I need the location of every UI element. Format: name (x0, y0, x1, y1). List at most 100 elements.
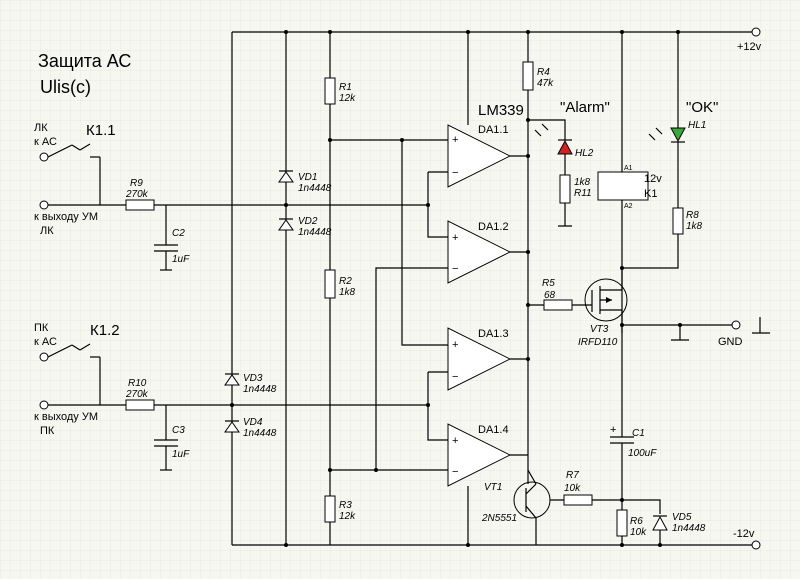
left-relay-bot: к АС (34, 136, 57, 148)
r5-resistor (543, 299, 573, 311)
r10-resistor (125, 399, 155, 411)
minus-label: -12v (733, 528, 755, 540)
alarm-label: "Alarm" (560, 99, 610, 116)
svg-text:1n4448: 1n4448 (243, 428, 277, 439)
left-speaker-terminal[interactable] (39, 152, 49, 162)
minus-terminal[interactable] (751, 540, 761, 550)
left-out-sub: ЛК (40, 225, 54, 237)
svg-text:VD4: VD4 (243, 417, 263, 428)
gnd-terminal[interactable] (731, 320, 741, 330)
svg-text:R11: R11 (574, 188, 592, 199)
svg-text:10k: 10k (630, 527, 647, 538)
right-speaker-terminal[interactable] (39, 352, 49, 362)
svg-text:HL2: HL2 (575, 148, 594, 159)
svg-text:1k8: 1k8 (574, 177, 591, 188)
svg-text:R7: R7 (566, 470, 579, 481)
svg-text:VT1: VT1 (484, 482, 502, 493)
svg-text:+: + (452, 134, 458, 146)
left-amp-terminal[interactable] (39, 200, 49, 210)
left-relay-name: К1.1 (86, 122, 116, 139)
chip-label: LM339 (478, 102, 524, 119)
r11-resistor (559, 174, 571, 204)
r1-resistor (324, 77, 336, 105)
relay-k1-coil (597, 171, 649, 201)
c2-name: C2 (172, 228, 185, 239)
svg-text:DA1.4: DA1.4 (478, 424, 509, 436)
title-line1: Защита АС (38, 51, 131, 71)
comparator-da1-1: DA1.1 + − (447, 124, 512, 188)
svg-text:R2: R2 (339, 276, 352, 287)
svg-text:10k: 10k (564, 483, 581, 494)
svg-text:R3: R3 (339, 500, 352, 511)
r6-resistor (616, 509, 628, 537)
vt3-mosfet (584, 278, 628, 322)
right-relay-top: ПК (34, 322, 49, 334)
ok-label: "OK" (686, 99, 718, 116)
svg-text:12k: 12k (339, 511, 356, 522)
svg-text:A1: A1 (624, 165, 633, 172)
svg-text:1n4448: 1n4448 (298, 183, 332, 194)
svg-text:C1: C1 (632, 428, 645, 439)
minus-rail: -12v (232, 528, 761, 550)
comparator-da1-3: DA1.3 +− (447, 327, 512, 391)
svg-text:VD2: VD2 (298, 216, 318, 227)
svg-text:1n4448: 1n4448 (672, 523, 706, 534)
svg-text:+: + (452, 232, 458, 244)
svg-text:+: + (610, 424, 616, 436)
right-out-label: к выходу УМ (34, 411, 98, 423)
right-channel: ПК к АС К1.2 к выходу УМ ПК R10 270k C3 … (34, 322, 428, 471)
svg-text:−: − (452, 167, 458, 179)
left-out-label: к выходу УМ (34, 211, 98, 223)
svg-text:100uF: 100uF (628, 448, 657, 459)
svg-text:12v: 12v (644, 173, 662, 185)
left-channel: ЛК к АС К1.1 к выходу УМ ЛК R9 270k C2 1… (34, 122, 428, 271)
r9-name: R9 (130, 178, 143, 189)
svg-text:R5: R5 (542, 278, 555, 289)
svg-text:68: 68 (544, 290, 556, 301)
title-line2: Ulis(c) (40, 77, 91, 97)
right-relay-name: К1.2 (90, 322, 120, 339)
plus-label: +12v (737, 41, 762, 53)
svg-text:47k: 47k (537, 78, 554, 89)
c3-value: 1uF (172, 449, 190, 460)
svg-text:VT3: VT3 (590, 324, 609, 335)
r3-resistor (324, 495, 336, 523)
c2-value: 1uF (172, 254, 190, 265)
svg-text:1n4448: 1n4448 (298, 227, 332, 238)
right-amp-terminal[interactable] (39, 400, 49, 410)
svg-text:VD3: VD3 (243, 373, 263, 384)
r10-name: R10 (128, 378, 147, 389)
svg-text:DA1.2: DA1.2 (478, 221, 509, 233)
svg-text:1n4448: 1n4448 (243, 384, 277, 395)
svg-text:2N5551: 2N5551 (481, 513, 517, 524)
plus-terminal[interactable] (751, 27, 761, 37)
svg-text:A2: A2 (624, 203, 633, 210)
r9-resistor (125, 199, 155, 211)
c3-name: C3 (172, 425, 185, 436)
comparator-da1-2: DA1.2 +− (447, 220, 512, 284)
svg-text:VD5: VD5 (672, 512, 692, 523)
vd5-diode (652, 515, 668, 531)
svg-text:−: − (452, 371, 458, 383)
comparator-da1-4: DA1.4 +− (447, 423, 512, 487)
svg-text:DA1.3: DA1.3 (478, 328, 509, 340)
svg-text:R8: R8 (686, 210, 699, 221)
svg-text:R1: R1 (339, 82, 352, 93)
svg-text:VD1: VD1 (298, 172, 317, 183)
left-relay-top: ЛК (34, 122, 48, 134)
r7-resistor (563, 494, 593, 506)
svg-text:R6: R6 (630, 516, 643, 527)
r9-value: 270k (125, 189, 149, 200)
plus-rail: +12v (232, 27, 762, 53)
hl1-led (670, 127, 686, 143)
r4-resistor (522, 61, 534, 91)
svg-text:DA1.1: DA1.1 (478, 124, 509, 136)
right-out-sub: ПК (40, 425, 55, 437)
